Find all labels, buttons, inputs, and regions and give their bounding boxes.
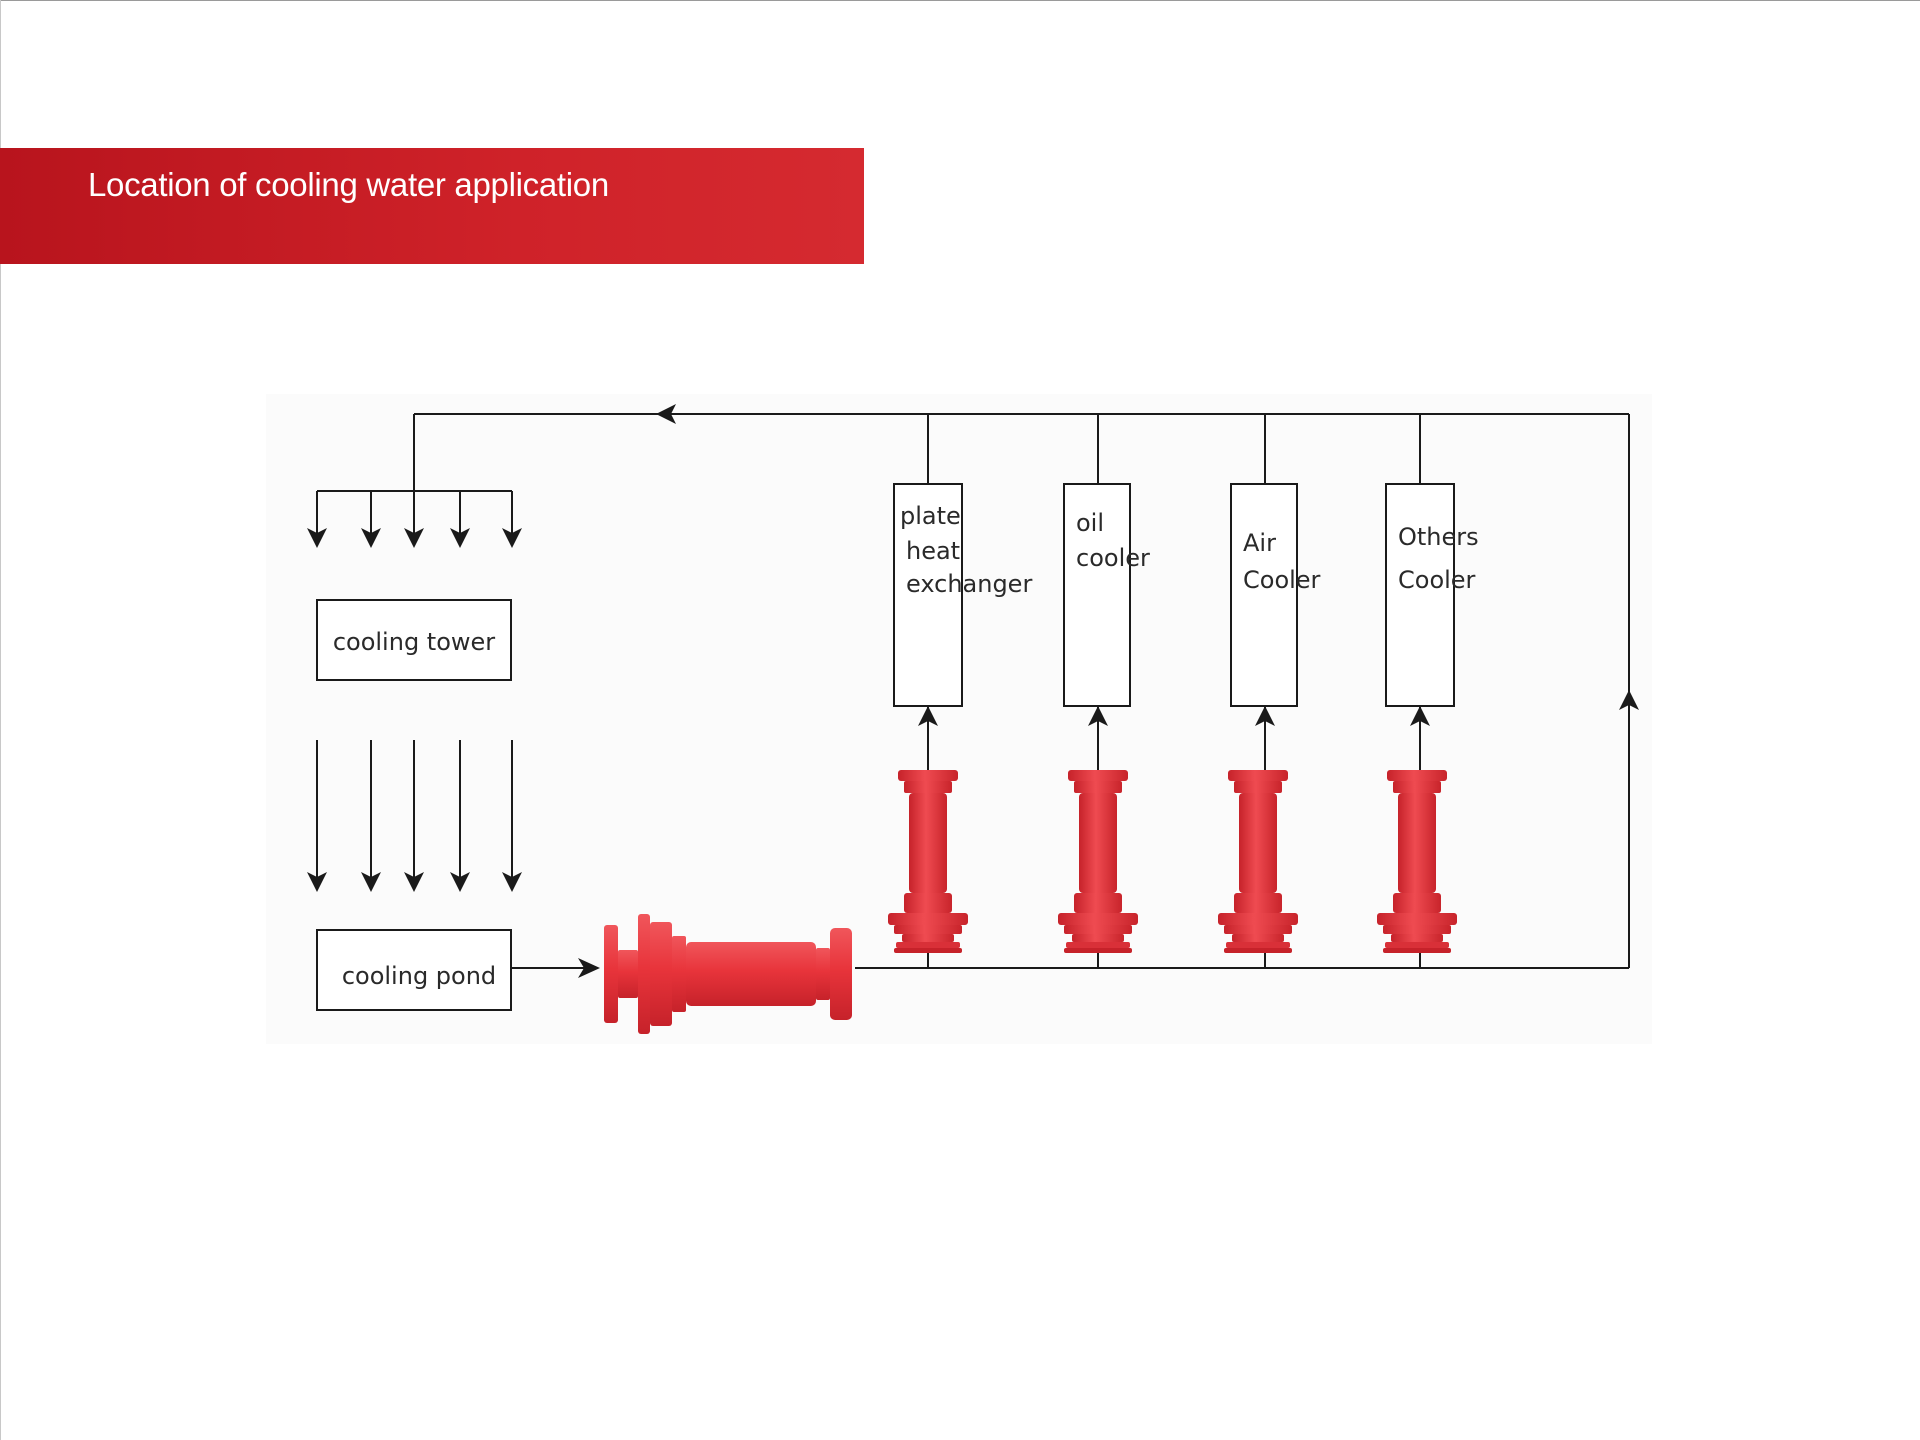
water-processor-icon [888,770,968,953]
cooler-label-line: plate [900,502,961,530]
title-banner: Location of cooling water application [0,148,864,264]
cooler-others-cooler: Others Cooler [1385,483,1479,707]
slide-title: Location of cooling water application [88,166,609,203]
cooler-air-cooler: Air Cooler [1230,483,1321,707]
main-water-processor-icon [604,914,852,1034]
slide-border-left [0,0,1,1440]
cooling-tower: cooling tower [316,599,512,681]
cooler-label-line: Air [1243,529,1276,557]
flow-arrowheads [307,404,1639,978]
water-processor-icon [1377,770,1457,953]
cooler-label-line: Cooler [1243,566,1321,594]
cooler-label-line: oil [1076,509,1104,537]
cooling-tower-label: cooling tower [333,628,495,656]
water-processor-icon [1058,770,1138,953]
cooling-pond-label: cooling pond [342,962,496,990]
cooling-pond: cooling pond [316,929,512,1011]
cooler-label-line: Cooler [1398,566,1476,594]
cooler-label-line: Others [1398,523,1479,551]
slide-border-top [0,0,1920,1]
cooler-label-line: cooler [1076,544,1150,572]
water-processor-icon [1218,770,1298,953]
cooler-label-line: exchanger [906,570,1032,598]
cooler-plate-heat-exchanger: plate heat exchanger [893,483,1032,707]
cooler-oil-cooler: oil cooler [1063,483,1150,707]
cooler-label-line: heat [906,537,960,565]
